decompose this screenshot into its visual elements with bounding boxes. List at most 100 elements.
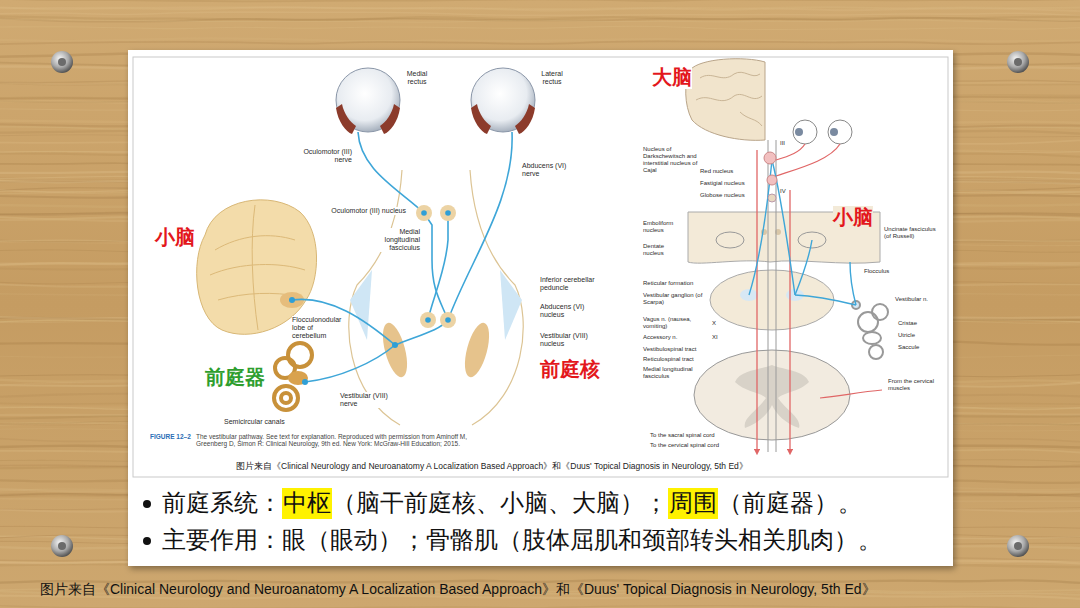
midline-tract [756,150,757,452]
anatomy-label: Globose nucleus [700,192,745,199]
anatomy-label: Oculomotor (III) nucleus [326,207,406,215]
bullet-text: （脑干前庭核、小脑、大脑）； [332,488,668,519]
nerve-numeral: X [712,320,716,327]
push-pin [1014,58,1022,66]
eye-drawing [828,120,852,144]
nerve-numeral: III [780,140,785,147]
eye-drawing [830,128,838,136]
cerebellum-drawing [215,236,295,250]
anatomy-label: Accessory n. [643,334,703,341]
push-pin [51,535,73,557]
nerve-pathway [305,345,395,382]
labyrinth-drawing [858,312,878,332]
nerve-pathway [795,295,856,305]
nerve-pathway [358,132,424,213]
labyrinth-drawing [852,301,888,359]
wood-grain [0,26,1080,29]
anatomy-label: Uncinate fasciculus (of Russell) [884,226,940,240]
push-pin [58,58,66,66]
spinal-cord-section [735,365,809,428]
highlight-box: 中枢 [282,488,332,519]
push-pin [1014,542,1022,550]
anatomy-label: Reticulospinal tract [643,356,713,363]
eye-drawing [471,104,491,134]
bullet-dot [143,500,151,545]
brain-section [700,72,760,78]
eye-drawing [795,128,803,136]
brain-section [686,59,765,141]
brain-section [696,94,762,100]
chinese-tag: 小脑 [155,226,195,249]
midline-tract [789,190,790,452]
nucleus-dot [289,297,295,303]
chinese-tag: 大脑 [652,66,692,89]
vestibular-nucleus-shape [378,320,412,379]
nucleus-dot [421,210,427,216]
anatomy-label: Abducens (VI) nerve [522,162,574,178]
anatomy-label: Emboliform nucleus [643,220,685,234]
anatomy-label: Dentate nucleus [643,243,685,257]
anatomy-label: To the sacral spinal cord [650,432,715,439]
labyrinth-drawing [288,371,308,385]
nerve-pathway [448,132,512,320]
cerebellum-drawing [197,200,317,334]
wood-grain [0,12,1080,16]
cerebellum-band [716,232,744,248]
nerve-pathway [292,299,395,345]
wood-grain [0,7,1080,11]
anatomy-label: Saccule [898,344,919,351]
source-note: 图片来自《Clinical Neurology and Neuroanatomy… [236,462,748,472]
anatomy-label: Semicircular canals [224,418,285,426]
brainstem-outline [470,170,523,425]
nerve-pathway [749,160,856,305]
push-pin [51,51,1029,557]
eye-drawing [515,104,535,134]
nucleus-dot [445,210,451,216]
figure-legend-text: The vestibular pathway. See text for exp… [196,433,476,448]
nucleus-dot [445,317,451,323]
spinal-cord-section [694,350,850,440]
nucleus-dot [425,317,431,323]
highlight-text: 中枢 [283,489,331,517]
cerebellar-peduncle [500,270,522,340]
cerebellar-peduncle [350,270,372,340]
nucleus-dot [289,205,456,385]
cerebellum-drawing [210,265,305,275]
push-pin [58,542,66,550]
anatomy-label: Lateral rectus [537,70,567,86]
bullet-dot [143,500,151,508]
midbrain-nucleus [764,152,777,202]
midbrain-nucleus [768,194,776,202]
labyrinth-drawing [869,345,883,359]
midline-tract [768,140,769,452]
anatomy-label: Vestibular (VIII) nucleus [540,332,595,348]
bullet-dot [143,537,151,545]
nucleus-dot [392,342,398,348]
wood-grain [0,16,1080,19]
highlight-box: 周围 [668,488,718,519]
highlight-text: 周围 [669,489,717,517]
anatomy-label: Fastigial nucleus [700,180,745,187]
wood-grain [0,41,1080,44]
anatomy-label: Cristae [898,320,917,327]
anatomy-label: Abducens (VI) nucleus [540,303,595,319]
nerve-numeral: IV [780,188,786,195]
slide-panel [128,50,953,566]
anatomy-label: Medial rectus [402,70,432,86]
figure-number: FIGURE 12–2 [150,433,191,440]
labyrinth-drawing [274,386,298,410]
midline-tract [820,390,882,398]
image-caption: 图片来自《Clinical Neurology and Neuroanatomy… [40,581,876,599]
figure-frame [133,57,948,477]
nerve-pathway [428,213,448,320]
medulla-section [710,270,834,330]
anatomy-label: Oculomotor (III) nerve [296,148,352,164]
labyrinth-drawing [863,332,881,344]
cerebellum-drawing [252,205,258,330]
nerve-pathway [795,240,812,295]
chinese-tag: 小脑 [833,206,873,229]
midline-tract [776,140,777,452]
labyrinth-drawing [872,304,888,320]
eye-drawing [336,68,535,134]
